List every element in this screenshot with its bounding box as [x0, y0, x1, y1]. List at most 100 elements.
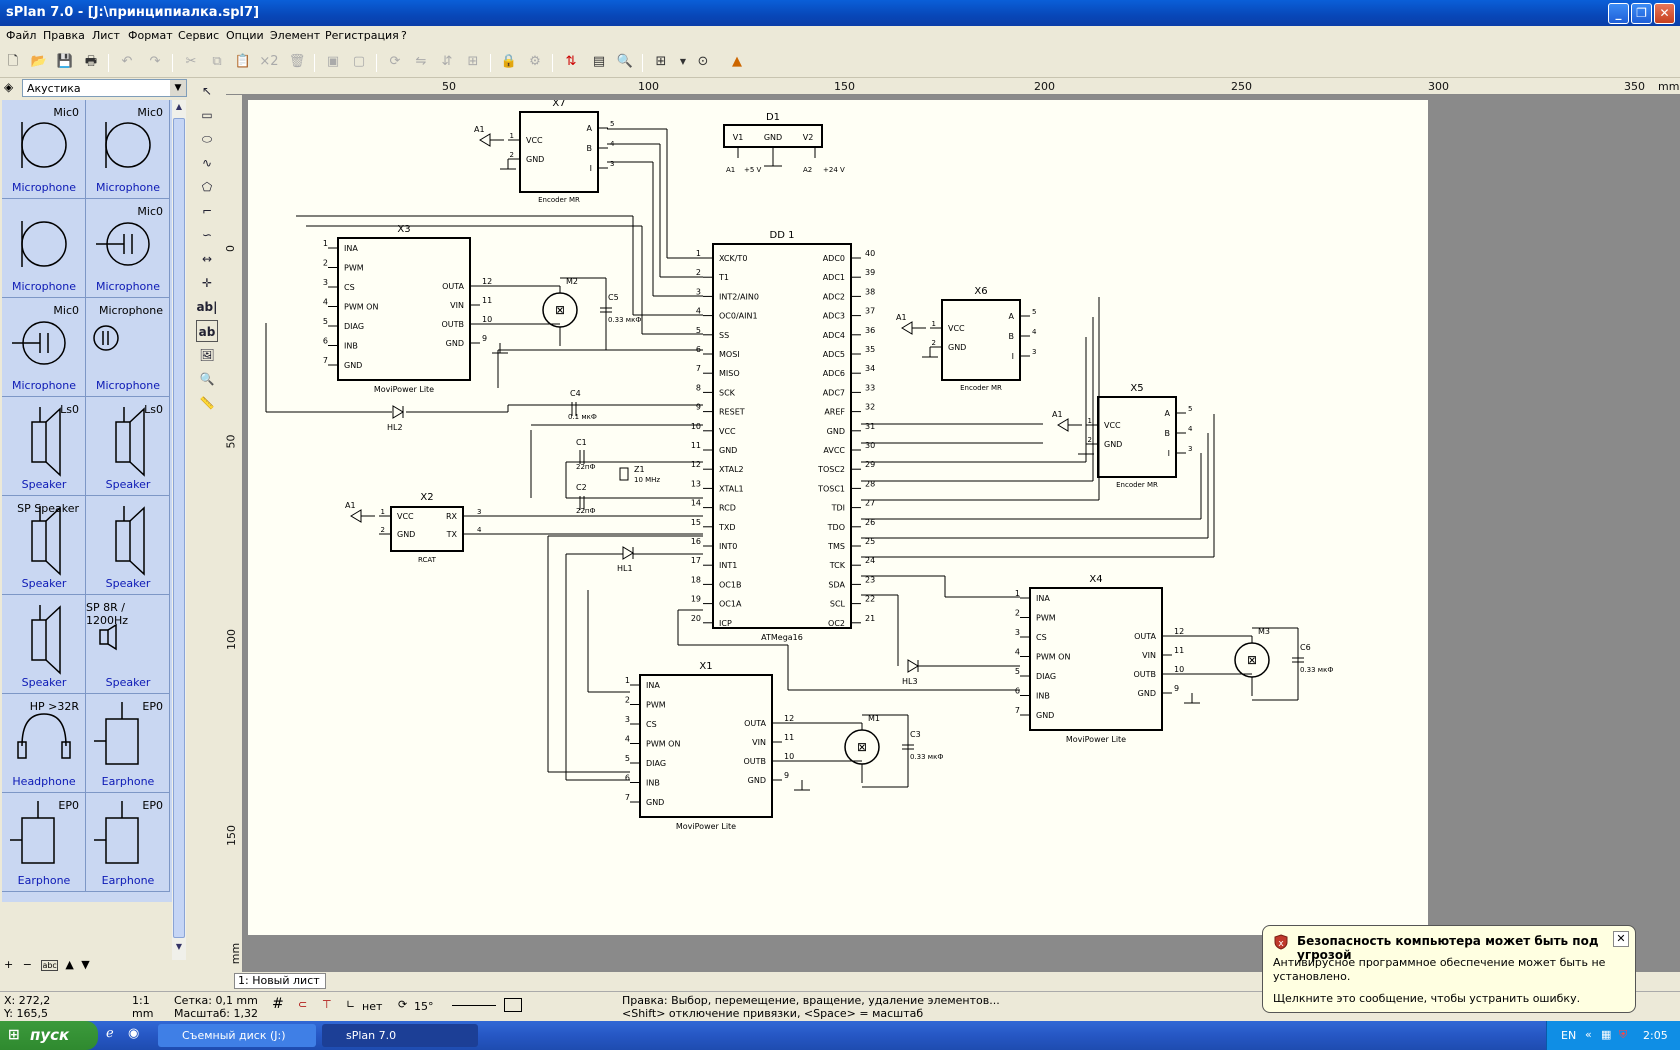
language-indicator[interactable]: EN: [1561, 1029, 1577, 1042]
encoder-x7[interactable]: [519, 111, 599, 193]
library-item-speaker[interactable]: Speaker: [86, 496, 170, 595]
delete-icon[interactable]: 🗑: [288, 54, 306, 69]
rotate-icon[interactable]: ⟳: [389, 54, 401, 69]
add-page-icon[interactable]: +: [4, 958, 14, 971]
close-button[interactable]: ✕: [1654, 3, 1675, 24]
library-scroll-thumb[interactable]: [173, 118, 185, 938]
task-removable-disk[interactable]: Съемный диск (J:): [158, 1024, 316, 1047]
textbox-icon[interactable]: ab: [196, 320, 218, 342]
chevron-down-icon[interactable]: ▼: [170, 80, 186, 96]
find-binoculars-icon[interactable]: 🔍: [616, 54, 634, 69]
menu-format[interactable]: Формат: [128, 29, 173, 42]
minimize-button[interactable]: _: [1608, 3, 1629, 24]
page-down-icon[interactable]: ▼: [81, 958, 90, 971]
restore-button[interactable]: ❐: [1631, 3, 1652, 24]
connector-x2[interactable]: [390, 506, 464, 552]
export-image-icon[interactable]: ▲: [732, 54, 742, 69]
layers-icon[interactable]: ◈: [4, 80, 14, 94]
network-icon[interactable]: ▦: [1601, 1028, 1612, 1041]
library-scrollbar[interactable]: ▲ ▼: [172, 100, 186, 960]
copy-icon[interactable]: ⧉: [212, 54, 222, 69]
mcu-dd1[interactable]: [712, 243, 852, 629]
scroll-up-icon[interactable]: ▲: [175, 102, 183, 111]
security-shield-icon[interactable]: ⛨: [1619, 1028, 1628, 1041]
new-file-icon[interactable]: 🗋: [7, 54, 19, 69]
grid-icon[interactable]: #: [272, 996, 284, 1012]
dimension-icon[interactable]: ↔: [201, 252, 213, 266]
rename-page-icon[interactable]: abc: [41, 960, 58, 971]
measure-icon[interactable]: 📏: [199, 396, 215, 410]
undo-icon[interactable]: ↶: [121, 54, 133, 69]
scroll-down-icon[interactable]: ▼: [175, 942, 183, 951]
library-item-speaker[interactable]: Speaker: [2, 595, 86, 694]
snap-value[interactable]: нет: [362, 1000, 383, 1013]
group-icon[interactable]: ▣: [326, 54, 340, 69]
junction-icon[interactable]: ✛: [201, 276, 213, 290]
encoder-x6[interactable]: [941, 299, 1021, 381]
settings-gear-icon[interactable]: ⚙: [529, 54, 541, 69]
driver-x4[interactable]: [1029, 587, 1163, 731]
ellipse-icon[interactable]: ⬭: [201, 132, 213, 146]
cut-icon[interactable]: ✂: [185, 54, 197, 69]
task-splan[interactable]: sPlan 7.0: [322, 1024, 478, 1047]
fill-style-icon[interactable]: [504, 998, 522, 1012]
paste-icon[interactable]: 📋: [234, 54, 252, 69]
menu-registration[interactable]: Регистрация: [325, 29, 399, 42]
lock-icon[interactable]: 🔒: [500, 54, 518, 69]
mirror-h-icon[interactable]: ⇋: [415, 54, 427, 69]
drawing-sheet[interactable]: [248, 100, 1428, 935]
align-icon[interactable]: ⊞: [467, 54, 479, 69]
driver-x1[interactable]: [639, 674, 773, 818]
chevron-down-icon[interactable]: ▼: [679, 57, 687, 66]
menu-sheet[interactable]: Лист: [92, 29, 120, 42]
bezier-icon[interactable]: ∽: [201, 228, 213, 242]
start-button[interactable]: ⊞ пуск: [0, 1021, 98, 1050]
balloon-action[interactable]: Щелкните это сообщение, чтобы устранить …: [1273, 992, 1581, 1005]
menu-help[interactable]: ?: [401, 29, 407, 42]
zoom-icon[interactable]: 🔍: [199, 372, 215, 386]
pointer-icon[interactable]: ↖: [201, 84, 213, 98]
driver-x3[interactable]: [337, 237, 471, 381]
encoder-x5[interactable]: [1097, 396, 1177, 478]
sheet-tab[interactable]: 1: Новый лист: [234, 973, 326, 989]
snap-icon[interactable]: ⊤: [322, 998, 332, 1011]
image-icon[interactable]: 🖼: [199, 348, 215, 362]
library-item-microphone[interactable]: Microphone: [2, 199, 86, 298]
menu-element[interactable]: Элемент: [270, 29, 321, 42]
schematic[interactable]: DD 1ATMega161XCK/T02T13INT2/AIN04OC0/AIN…: [248, 100, 1428, 935]
menu-service[interactable]: Сервис: [178, 29, 220, 42]
ie-icon[interactable]: ℯ: [106, 1026, 114, 1041]
text-icon[interactable]: ab|: [196, 300, 218, 314]
netlist-icon[interactable]: ⇅: [565, 54, 577, 69]
redo-icon[interactable]: ↷: [149, 54, 161, 69]
remove-page-icon[interactable]: −: [22, 958, 32, 971]
page-up-icon[interactable]: ▲: [65, 958, 74, 971]
freehand-icon[interactable]: ∿: [201, 156, 213, 170]
grid-settings-icon[interactable]: ⊞: [655, 54, 667, 69]
balloon-close-button[interactable]: ✕: [1613, 931, 1629, 947]
duplicate-icon[interactable]: ×2: [259, 54, 279, 69]
angle-value[interactable]: 15°: [414, 1000, 434, 1013]
mirror-v-icon[interactable]: ⇵: [441, 54, 453, 69]
security-balloon[interactable]: x Безопасность компьютера может быть под…: [1262, 925, 1636, 1013]
parts-list-icon[interactable]: ▤: [592, 54, 606, 69]
menu-options[interactable]: Опции: [226, 29, 264, 42]
zoom-fit-icon[interactable]: ⊙: [697, 54, 709, 69]
media-icon[interactable]: ◉: [128, 1026, 140, 1041]
library-select[interactable]: Акустика ▼: [22, 79, 187, 97]
rectangle-icon[interactable]: ▭: [201, 108, 213, 122]
magnet-icon[interactable]: ⊂: [298, 998, 308, 1011]
line-style-icon[interactable]: [452, 1005, 496, 1006]
print-icon[interactable]: 🖶: [84, 54, 98, 69]
